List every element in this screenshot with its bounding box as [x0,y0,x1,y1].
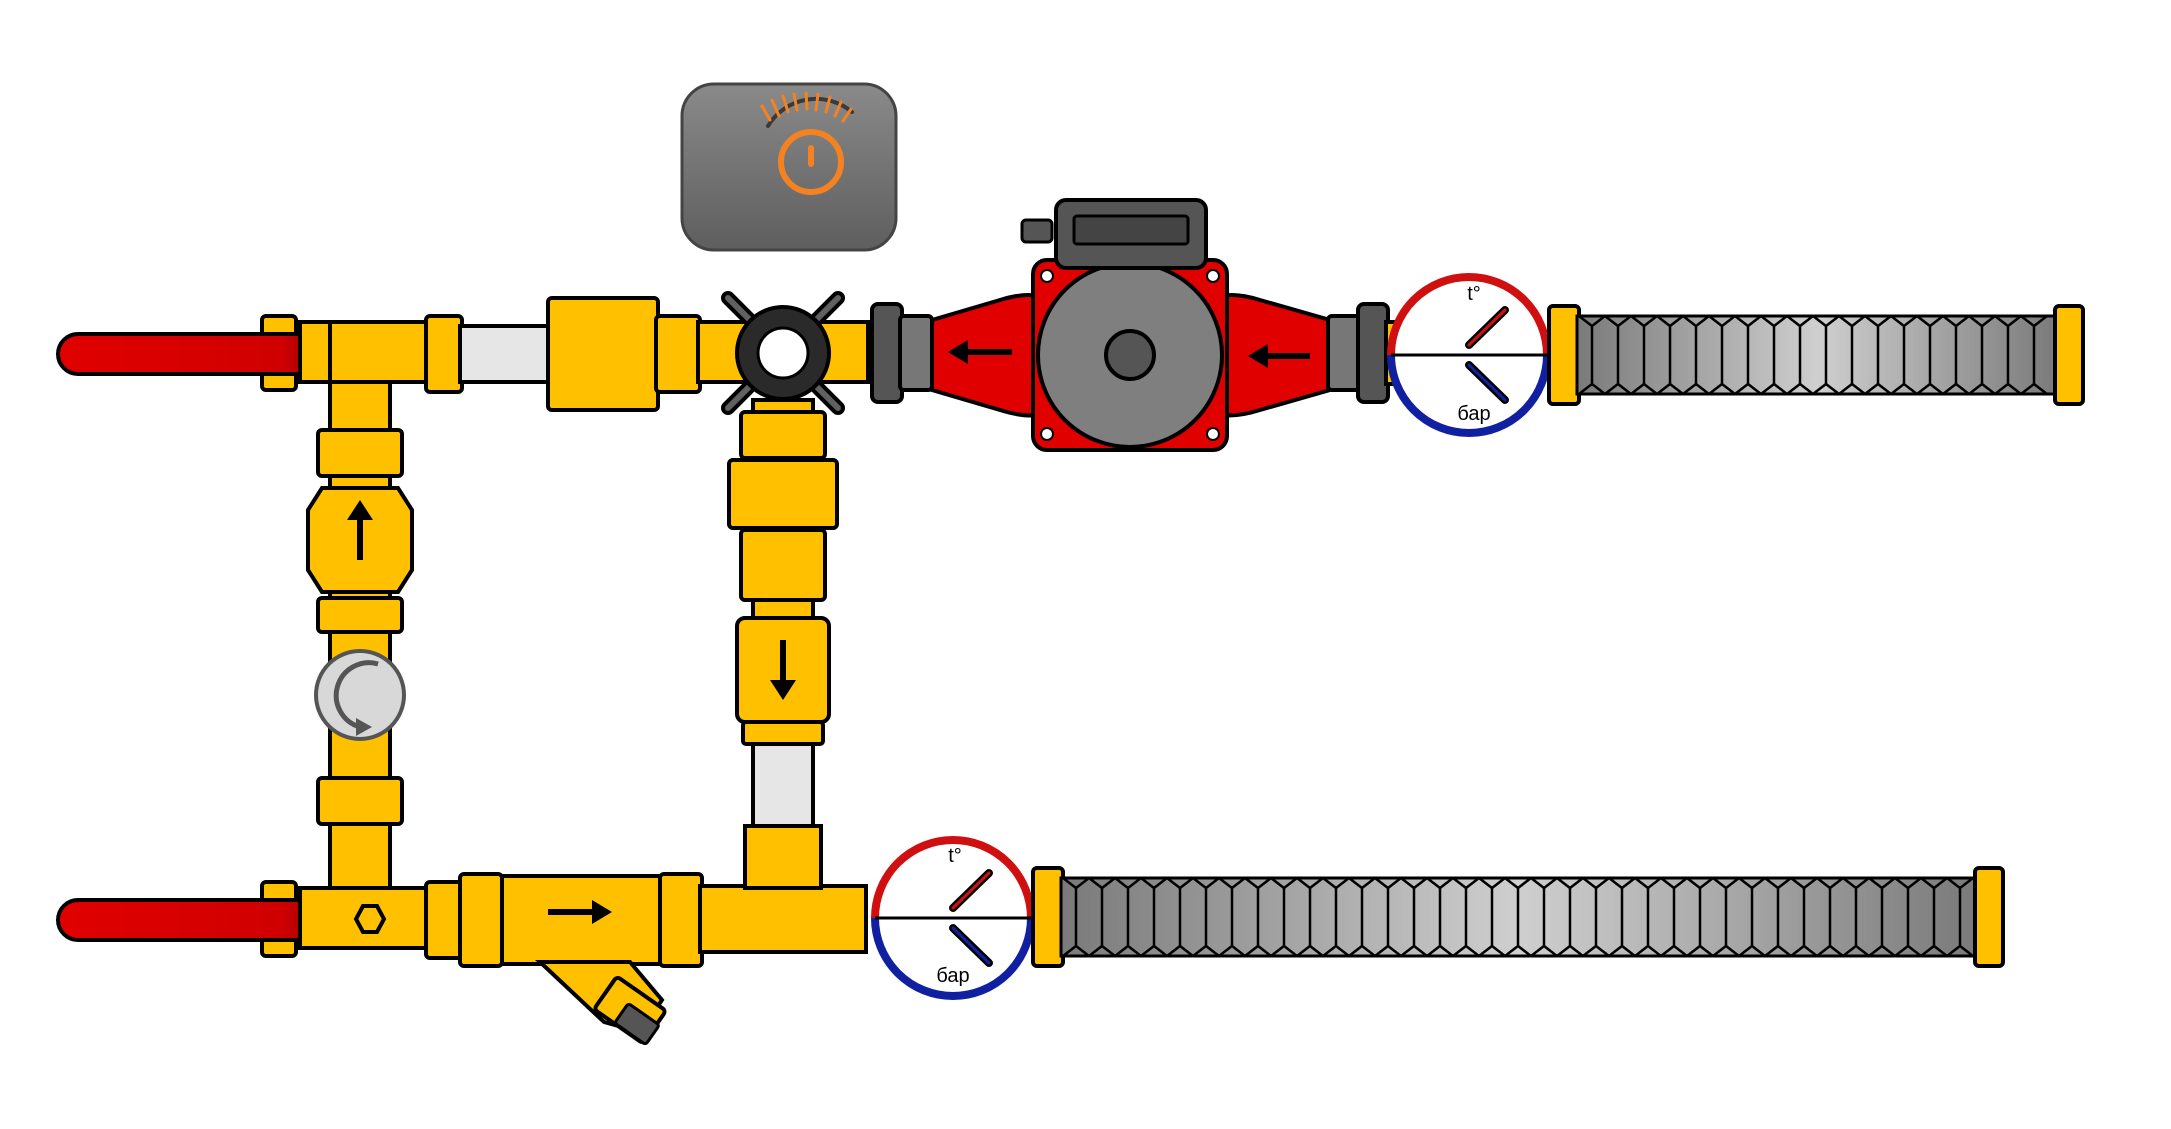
hose-rib [1682,315,1710,395]
hose-rib [1968,315,1996,395]
hose-rib [1088,877,1116,957]
hose-rib [1478,877,1506,957]
mixing-valve-cross[interactable] [721,291,845,415]
hose-rib [1916,315,1944,395]
bypass-rotate-arrow-icon [314,649,406,741]
hose-rib [1890,315,1918,395]
pump-left-nut [870,302,934,404]
hose-rib [1734,315,1762,395]
hose-rib [1114,877,1142,957]
top-thermomanometer: t° бар [1387,273,1551,437]
hose-rib [1374,877,1402,957]
hose-rib [1816,877,1844,957]
hose-rib [1452,877,1480,957]
hose-rib [1244,877,1272,957]
hose-rib [1296,877,1324,957]
hose-rib [1790,877,1818,957]
check-valve-down-arrow-icon [770,640,796,700]
temperature-controller[interactable] [680,82,898,252]
hose-rib [1634,877,1662,957]
circulation-pump[interactable] [930,258,1332,452]
hose-rib [1218,877,1246,957]
thermostat-knob-icon [760,91,854,195]
hose-rib [1630,315,1658,395]
hose-rib [1582,877,1610,957]
hose-rib [1920,877,1948,957]
top-gauge-pressure-label: бар [1457,403,1490,425]
hose-rib [1842,877,1870,957]
check-valve-up-arrow-icon [347,500,373,560]
hose-rib [2020,315,2048,395]
top-tee-left [328,320,432,384]
hose-rib [1604,315,1632,395]
hose-rib [1838,315,1866,395]
hose-rib [1760,315,1788,395]
hose-rib [1894,877,1922,957]
hose-rib [1942,315,1970,395]
hose-rib [1530,877,1558,957]
hose-rib [1270,877,1298,957]
filter-flow-arrow-icon [548,900,612,924]
hose-rib [1686,877,1714,957]
top-gauge-temp-label: t° [1467,283,1481,305]
middle-vertical-pipe [727,398,839,862]
left-vertical-pipe [306,368,414,892]
hose-rib [1504,877,1532,957]
hose-rib [1608,877,1636,957]
top-pipe-segment [424,296,870,412]
hose-rib [1140,877,1168,957]
hose-rib [1946,877,1974,957]
hose-rib [1166,877,1194,957]
bottom-left-ball-valve[interactable] [56,880,432,958]
hose-rib [1348,877,1376,957]
bottom-gauge-temp-label: t° [948,845,962,867]
hose-rib [1712,877,1740,957]
hose-rib [1556,877,1584,957]
hose-rib [1812,315,1840,395]
hose-rib [1400,877,1428,957]
hose-rib [1738,877,1766,957]
hose-rib [1322,877,1350,957]
hose-rib [1426,877,1454,957]
pump-terminal-box [1020,198,1208,270]
bottom-gauge-pressure-label: бар [936,965,969,987]
hose-rib [1786,315,1814,395]
mesh-filter [534,960,667,1046]
hose-rib [1708,315,1736,395]
top-flex-hose [1547,304,2085,406]
bottom-thermomanometer: t° бар [871,836,1035,1000]
hose-rib [1656,315,1684,395]
bottom-pipe-segment [424,824,868,968]
hose-rib [1994,315,2022,395]
bottom-flex-hose [1031,866,2005,968]
hose-rib [1864,315,1892,395]
pump-flow-arrow-icon [948,340,1012,364]
hose-rib [1868,877,1896,957]
pump-flow-arrow-icon [1248,344,1310,368]
hose-rib [1660,877,1688,957]
hose-rib [1578,315,1606,395]
hose-rib [1192,877,1220,957]
hose-rib [1062,877,1090,957]
hose-rib [1764,877,1792,957]
